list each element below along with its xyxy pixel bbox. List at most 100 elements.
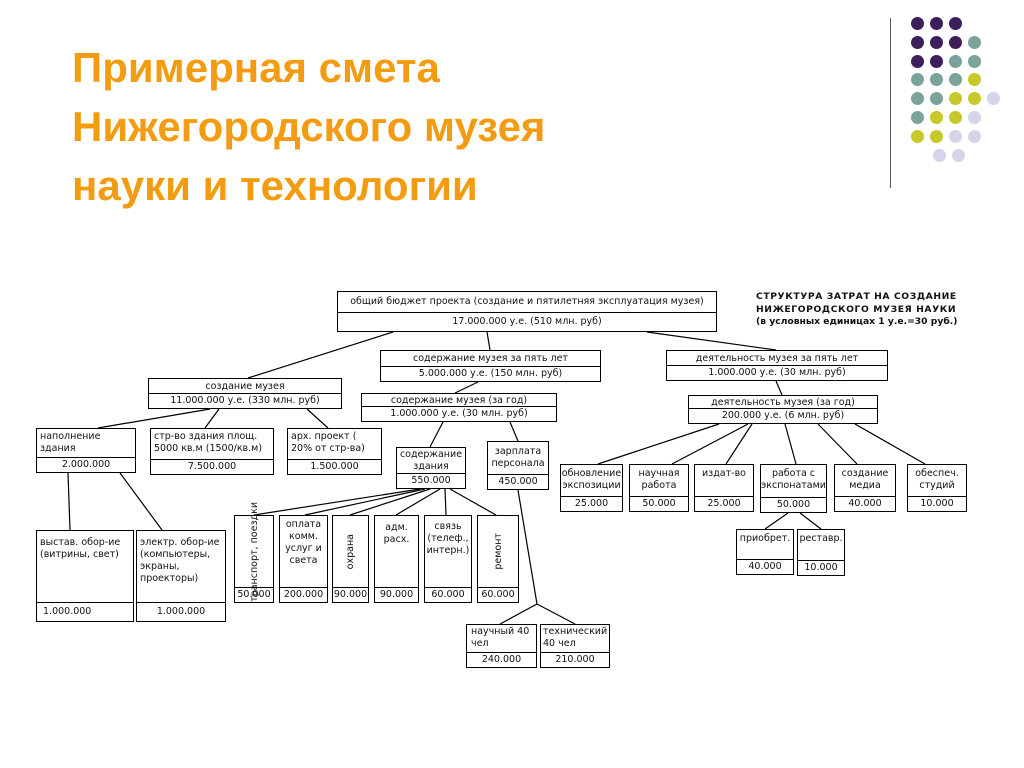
node-activity-year: деятельность музея (за год) 200.000 у.е.… xyxy=(688,395,878,424)
node-building-filling: наполнение здания 2.000.000 xyxy=(36,428,136,473)
node-value: 50.000 xyxy=(630,496,688,511)
node-label: создание медиа xyxy=(841,468,889,491)
node-value: 60.000 xyxy=(478,587,518,602)
node-value: 50.000 xyxy=(761,497,826,512)
node-label: выстав. обор-ие (витрины, свет) xyxy=(40,537,121,560)
node-value: 50.000 xyxy=(235,587,273,602)
node-value: 7.500.000 xyxy=(151,459,273,474)
decorative-dot xyxy=(930,36,943,49)
decorative-dot xyxy=(968,111,981,124)
node-electronic-equipment: электр. обор-ие (компьютеры, экраны, про… xyxy=(136,530,226,622)
decorative-dot xyxy=(911,55,924,68)
decorative-dot xyxy=(933,149,946,162)
node-value: 240.000 xyxy=(467,652,536,667)
node-value: 200.000 xyxy=(280,587,327,602)
decorative-dot xyxy=(930,111,943,124)
node-label: научный 40 чел xyxy=(471,626,530,649)
decorative-dot xyxy=(949,55,962,68)
node-construction: стр-во здания площ. 5000 кв.м (1500/кв.м… xyxy=(150,428,274,475)
node-label: деятельность музея за пять лет xyxy=(695,353,859,364)
node-label: издат-во xyxy=(702,468,746,479)
node-label: наполнение здания xyxy=(40,431,101,454)
decorative-dot xyxy=(930,73,943,86)
decorative-dot xyxy=(949,130,962,143)
node-total-budget: общий бюджет проекта (создание и пятилет… xyxy=(337,291,717,332)
node-value: 200.000 у.е. (6 млн. руб) xyxy=(689,408,877,423)
node-communications: связь (телеф., интерн.) 60.000 xyxy=(424,515,472,603)
node-value: 1.000.000 у.е. (30 млн. руб) xyxy=(362,406,556,421)
node-label: научная работа xyxy=(638,468,680,491)
node-technical-staff: технический 40 чел 210.000 xyxy=(540,624,610,668)
caption-line-1: СТРУКТУРА ЗАТРАТ НА СОЗДАНИЕ xyxy=(756,291,957,302)
node-admin-expenses: адм. расх. 90.000 xyxy=(374,515,419,603)
node-arch-project: арх. проект ( 20% от стр-ва) 1.500.000 xyxy=(287,428,382,475)
node-activity-five-years: деятельность музея за пять лет 1.000.000… xyxy=(666,350,888,381)
decorative-dot xyxy=(930,17,943,30)
node-value: 1.000.000 xyxy=(37,602,133,621)
decorative-dot xyxy=(911,111,924,124)
node-exhibition-equipment: выстав. обор-ие (витрины, свет) 1.000.00… xyxy=(36,530,134,622)
node-restoration: реставр. 10.000 xyxy=(797,529,845,576)
node-label: работа с экспонатами xyxy=(761,468,826,491)
decorative-dot xyxy=(911,17,924,30)
node-value: 2.000.000 xyxy=(37,457,135,472)
node-label: стр-во здания площ. 5000 кв.м (1500/кв.м… xyxy=(154,431,263,454)
decorative-dot xyxy=(987,92,1000,105)
node-label: оплата комм. услуг и света xyxy=(285,519,322,566)
decorative-dot xyxy=(952,149,965,162)
decorative-dot xyxy=(949,92,962,105)
node-label: зарплата персонала xyxy=(491,446,545,469)
node-label: содержание здания xyxy=(399,449,463,472)
node-value: 60.000 xyxy=(425,587,471,602)
node-upkeep-five-years: содержание музея за пять лет 5.000.000 у… xyxy=(380,350,601,382)
decorative-dot xyxy=(911,130,924,143)
node-label: ремонт xyxy=(492,533,504,570)
node-research: научная работа 50.000 xyxy=(629,464,689,512)
decorative-dot xyxy=(949,36,962,49)
node-staff-salary: зарплата персонала 450.000 xyxy=(487,441,549,490)
node-creation: создание музея 11.000.000 у.е. (330 млн.… xyxy=(148,378,342,409)
decorative-dot-pattern xyxy=(0,0,1024,200)
decorative-dot xyxy=(930,92,943,105)
node-label: связь (телеф., интерн.) xyxy=(426,521,470,556)
decorative-dot xyxy=(930,55,943,68)
decorative-dot xyxy=(968,55,981,68)
node-value: 1.000.000 xyxy=(137,602,225,621)
node-label: реставр. xyxy=(799,533,843,544)
title-line-2: Нижегородского музея xyxy=(72,103,546,150)
node-value: 25.000 xyxy=(695,496,753,511)
node-value: 25.000 xyxy=(561,496,622,511)
node-value: 1.000.000 у.е. (30 млн. руб) xyxy=(667,365,887,380)
node-value: 40.000 xyxy=(737,559,793,574)
node-label: приобрет. xyxy=(739,533,791,544)
decorative-dot xyxy=(968,36,981,49)
node-value: 40.000 xyxy=(835,496,895,511)
node-scientific-staff: научный 40 чел 240.000 xyxy=(466,624,537,668)
node-expo-update: обновление экспозиции 25.000 xyxy=(560,464,623,512)
node-label: общий бюджет проекта (создание и пятилет… xyxy=(350,296,704,307)
node-studios: обеспеч. студий 10.000 xyxy=(907,464,967,512)
decorative-dot xyxy=(911,73,924,86)
node-value: 11.000.000 у.е. (330 млн. руб) xyxy=(149,393,341,408)
node-value: 450.000 xyxy=(488,474,548,489)
node-value: 10.000 xyxy=(908,496,966,511)
node-repair: ремонт 60.000 xyxy=(477,515,519,603)
title-line-1: Примерная смета xyxy=(72,44,440,91)
caption-line-2: НИЖЕГОРОДСКОГО МУЗЕЯ НАУКИ xyxy=(756,303,957,315)
node-label: технический 40 чел xyxy=(543,626,608,649)
node-value: 1.500.000 xyxy=(288,459,381,474)
node-label: создание музея xyxy=(205,381,285,392)
node-label: электр. обор-ие (компьютеры, экраны, про… xyxy=(140,537,220,584)
node-value: 210.000 xyxy=(541,652,609,667)
node-value: 90.000 xyxy=(333,587,368,600)
node-value: 17.000.000 у.е. (510 млн. руб) xyxy=(338,312,716,331)
decorative-dot xyxy=(968,73,981,86)
node-utilities: оплата комм. услуг и света 200.000 xyxy=(279,515,328,603)
node-value: 10.000 xyxy=(798,560,844,575)
node-label: арх. проект ( 20% от стр-ва) xyxy=(291,431,365,454)
node-transport: транспорт, поездки 50.000 xyxy=(234,502,274,603)
node-label: обновление экспозиции xyxy=(561,468,622,491)
node-label: содержание музея за пять лет xyxy=(413,353,568,364)
node-label: охрана xyxy=(345,533,356,570)
